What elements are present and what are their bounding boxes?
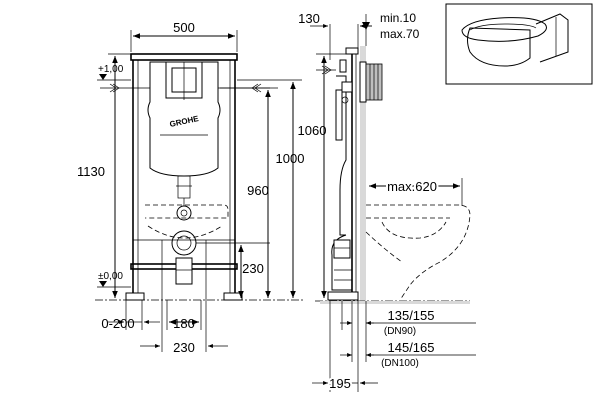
front-view: 500 GROHE: [77, 20, 305, 355]
drain-pipe-side: [331, 234, 352, 291]
total-height-label: 1130: [77, 164, 105, 179]
width-180-label: 180: [173, 316, 195, 331]
cistern: GROHE: [147, 61, 221, 221]
frame-foot-right: [223, 292, 243, 301]
depth-130-label: 130: [298, 11, 320, 26]
wall-thickness-marker: min.10 max.70: [360, 11, 420, 46]
max-label: max.70: [380, 27, 420, 41]
range-0-200-label: 0-200: [101, 316, 134, 331]
height-230-label: 230: [242, 261, 264, 276]
brand-label: GROHE: [169, 114, 200, 129]
level-marker-bottom: ±0,00: [97, 271, 131, 288]
level-marker-top: +1,00: [97, 64, 131, 81]
height-1060-label: 1060: [298, 123, 327, 138]
frame-side: [327, 47, 359, 301]
dn90-note-label: (DN90): [384, 326, 416, 337]
wall-hung-toilet-icon: [445, 3, 593, 85]
dn100-note-label: (DN100): [381, 358, 419, 369]
frame-foot-side: [327, 291, 359, 301]
max-620-label: max.620: [387, 179, 437, 194]
water-inlet-left: [100, 83, 150, 93]
dn100-value-label: 145/165: [388, 340, 435, 355]
height-1000-label: 1000: [276, 151, 305, 166]
frame-foot-left: [125, 292, 145, 301]
flush-actuator-side: [359, 61, 383, 103]
toilet-pan-outline: [366, 204, 471, 301]
wall-section: [360, 46, 366, 302]
dn90-value-label: 135/155: [388, 308, 435, 323]
side-view: 130 min.10 max.70 1060 max.620 135/155 (…: [298, 11, 476, 393]
min-label: min.10: [380, 11, 416, 25]
drain-outlet: [171, 230, 197, 285]
depth-195-label: 195: [329, 376, 351, 391]
height-960-label: 960: [247, 183, 269, 198]
svg-text:±0,00: ±0,00: [98, 271, 123, 282]
width-top-label: 500: [173, 20, 195, 35]
svg-text:+1,00: +1,00: [98, 64, 124, 75]
width-230-label: 230: [173, 340, 195, 355]
